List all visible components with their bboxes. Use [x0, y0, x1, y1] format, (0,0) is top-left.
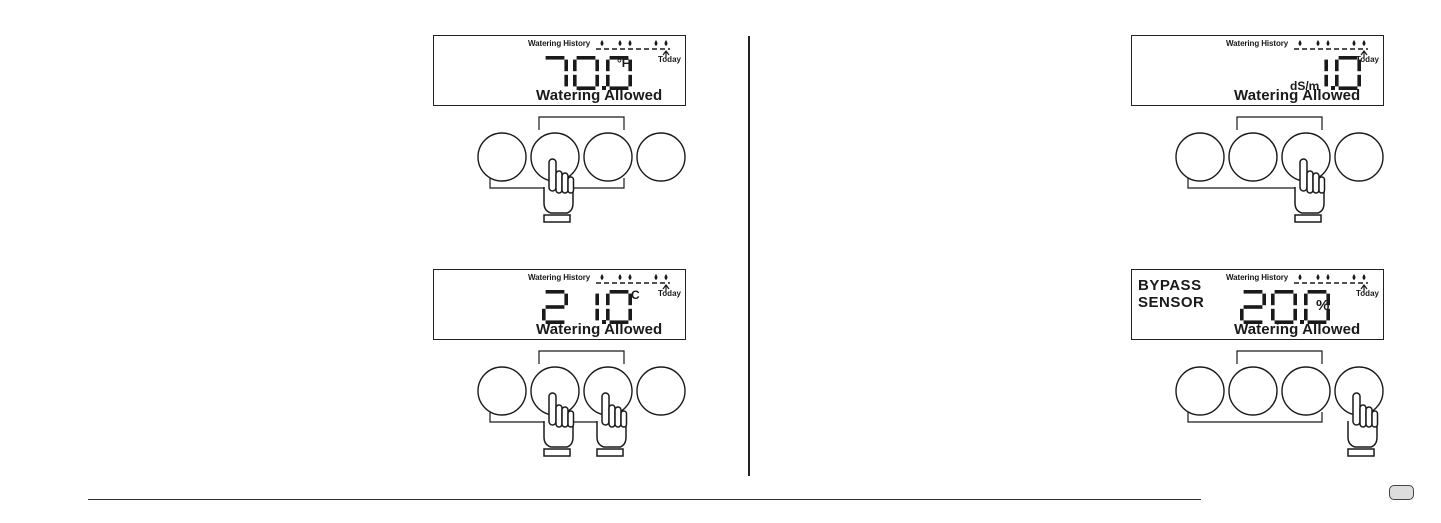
controller-button-4[interactable]: [637, 133, 685, 181]
controller-button-1[interactable]: [1176, 133, 1224, 181]
controller-figure-temperature-c: Watering History C Today Watering Allowe…: [433, 269, 689, 464]
top-bracket: [1237, 117, 1322, 130]
page-divider: [748, 36, 750, 476]
button-keypad: [433, 269, 689, 469]
controller-figure-conductivity: Watering History dS/m Today Watering All…: [1131, 35, 1387, 230]
controller-figure-bypass-sensor: BYPASS SENSOR Watering History % Today W…: [1131, 269, 1387, 464]
controller-button-3[interactable]: [584, 133, 632, 181]
controller-button-1[interactable]: [478, 367, 526, 415]
controller-button-1[interactable]: [1176, 367, 1224, 415]
controller-button-2[interactable]: [1229, 133, 1277, 181]
controller-button-4[interactable]: [1335, 133, 1383, 181]
top-bracket: [1237, 351, 1322, 364]
button-keypad: [1131, 35, 1387, 235]
page-tab-icon: [1389, 485, 1414, 500]
controller-button-1[interactable]: [478, 133, 526, 181]
button-keypad: [433, 35, 689, 235]
controller-button-4[interactable]: [637, 367, 685, 415]
button-keypad: [1131, 269, 1387, 469]
controller-figure-temperature-f: Watering History °F Today Watering Allow…: [433, 35, 689, 230]
top-bracket: [539, 351, 624, 364]
footer-rule: [88, 499, 1201, 500]
top-bracket: [539, 117, 624, 130]
controller-button-2[interactable]: [1229, 367, 1277, 415]
controller-button-3[interactable]: [1282, 367, 1330, 415]
